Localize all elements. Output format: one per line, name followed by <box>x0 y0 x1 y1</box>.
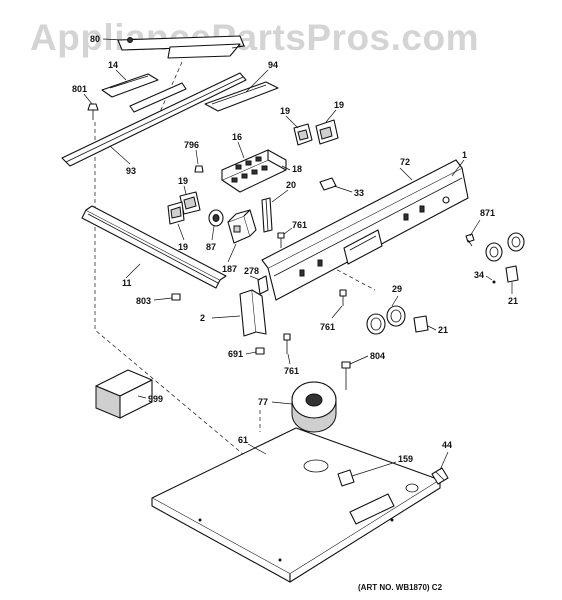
callout-29: 29 <box>392 284 402 294</box>
callout-803: 803 <box>136 296 151 306</box>
switch-part-19-d <box>167 201 185 225</box>
callout-20: 20 <box>286 180 296 190</box>
callout-21-b: 21 <box>438 325 448 335</box>
transformer-coil-part-77 <box>291 381 337 433</box>
bracket-part-14 <box>101 73 159 98</box>
knob-part-87 <box>208 209 224 227</box>
callout-34: 34 <box>474 270 484 280</box>
connector-part-159 <box>337 469 355 487</box>
callout-19-b: 19 <box>334 100 344 110</box>
panel-part-94 <box>204 81 279 112</box>
callout-278: 278 <box>244 266 259 276</box>
screw-part-804 <box>341 361 351 390</box>
front-trim-part-11 <box>81 205 227 289</box>
callout-19-a: 19 <box>280 106 290 116</box>
callout-labels: 80 14 94 801 93 796 16 19 19 18 72 1 20 … <box>72 34 518 464</box>
callout-804: 804 <box>370 351 385 361</box>
screw-part-691 <box>255 347 265 355</box>
callout-94: 94 <box>268 60 278 70</box>
watermark: AppliancePartsPros.com <box>30 17 479 58</box>
callout-16: 16 <box>232 132 242 142</box>
callout-19-c: 19 <box>178 176 188 186</box>
callout-80: 80 <box>90 34 100 44</box>
callout-77: 77 <box>258 397 268 407</box>
bracket-part-2 <box>239 289 267 337</box>
callout-999: 999 <box>148 394 163 404</box>
callout-87: 87 <box>206 242 216 252</box>
clip-part-21-b <box>413 315 429 333</box>
backsplash-panel-part-72 <box>261 159 469 301</box>
callout-801: 801 <box>72 84 87 94</box>
screw-part-761-c <box>283 333 291 354</box>
callout-1: 1 <box>462 150 467 160</box>
switch-part-19-c <box>179 191 201 215</box>
switch-part-19-b <box>315 119 339 145</box>
screw-part-761-a <box>277 232 285 248</box>
control-board-part-16 <box>221 149 287 193</box>
callout-19-d: 19 <box>178 242 188 252</box>
callout-187: 187 <box>222 264 237 274</box>
knob-part-29 <box>366 305 406 335</box>
screw-part-803 <box>171 293 181 301</box>
parts-box-part-999 <box>95 369 153 419</box>
leader-lines <box>83 38 513 477</box>
callout-691: 691 <box>228 349 243 359</box>
callout-761-c: 761 <box>284 366 299 376</box>
base-pan-part-61 <box>151 427 441 583</box>
callout-44: 44 <box>442 440 452 450</box>
callout-33: 33 <box>354 188 364 198</box>
callout-14: 14 <box>108 60 118 70</box>
callout-21-a: 21 <box>508 296 518 306</box>
callout-796: 796 <box>184 140 199 150</box>
callout-2: 2 <box>200 313 205 323</box>
callout-61: 61 <box>238 435 248 445</box>
switch-part-19-a <box>293 123 313 146</box>
art-number-label: (ART NO. WB1870) C2 <box>358 583 443 592</box>
clip-part-278 <box>257 275 269 295</box>
callout-11: 11 <box>122 278 132 288</box>
bracket-part-20 <box>261 197 273 233</box>
screw-part-801 <box>87 103 99 120</box>
screw-part-761-b <box>339 289 347 306</box>
callout-871: 871 <box>480 208 495 218</box>
screw-part-796 <box>194 165 204 173</box>
switch-box-part-187 <box>227 209 257 244</box>
clip-part-21-a <box>505 265 519 283</box>
screw-part-871 <box>465 233 475 247</box>
callout-18: 18 <box>292 164 302 174</box>
bracket-part-80 <box>117 35 245 59</box>
screw-part-34 <box>492 280 496 284</box>
callout-93: 93 <box>126 166 136 176</box>
callout-761-a: 761 <box>292 220 307 230</box>
callout-159: 159 <box>398 454 413 464</box>
callout-761-b: 761 <box>320 322 335 332</box>
knob-group-right <box>485 232 525 262</box>
top-trim-strip-part-93 <box>61 72 247 167</box>
clip-part-44 <box>431 467 449 485</box>
callout-72: 72 <box>400 157 410 167</box>
connector-part-33 <box>319 177 337 191</box>
